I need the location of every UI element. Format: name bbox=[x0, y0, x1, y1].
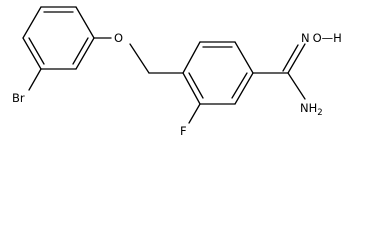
bond bbox=[75, 37, 95, 70]
bond bbox=[182, 72, 201, 105]
bromophenyl-ring bbox=[22, 6, 95, 70]
bond bbox=[28, 37, 45, 65]
bond bbox=[28, 68, 42, 91]
bond bbox=[231, 72, 248, 99]
bond bbox=[188, 103, 201, 124]
fluorophenyl-ring bbox=[182, 41, 254, 105]
bond bbox=[234, 41, 254, 74]
bond bbox=[72, 37, 89, 65]
bond bbox=[287, 43, 306, 74]
atom-label-o-ether: O bbox=[114, 31, 123, 45]
atom-label-nh2-subscript: 2 bbox=[317, 108, 322, 118]
bond bbox=[22, 6, 42, 39]
bond bbox=[287, 72, 306, 100]
atom-label-n-oxime: N bbox=[301, 31, 310, 45]
bond bbox=[22, 37, 42, 70]
bond bbox=[188, 72, 204, 99]
bond bbox=[282, 44, 299, 72]
bond bbox=[75, 6, 95, 39]
atom-label-br: Br bbox=[12, 91, 25, 105]
atom-label-nh: NH bbox=[300, 101, 317, 115]
atom-label-f: F bbox=[180, 124, 187, 138]
bond bbox=[129, 43, 150, 74]
atom-label-nh2: NH2 bbox=[300, 101, 323, 118]
bond bbox=[182, 41, 201, 74]
bond bbox=[234, 72, 254, 105]
atom-label-oh: O—H bbox=[313, 31, 342, 45]
